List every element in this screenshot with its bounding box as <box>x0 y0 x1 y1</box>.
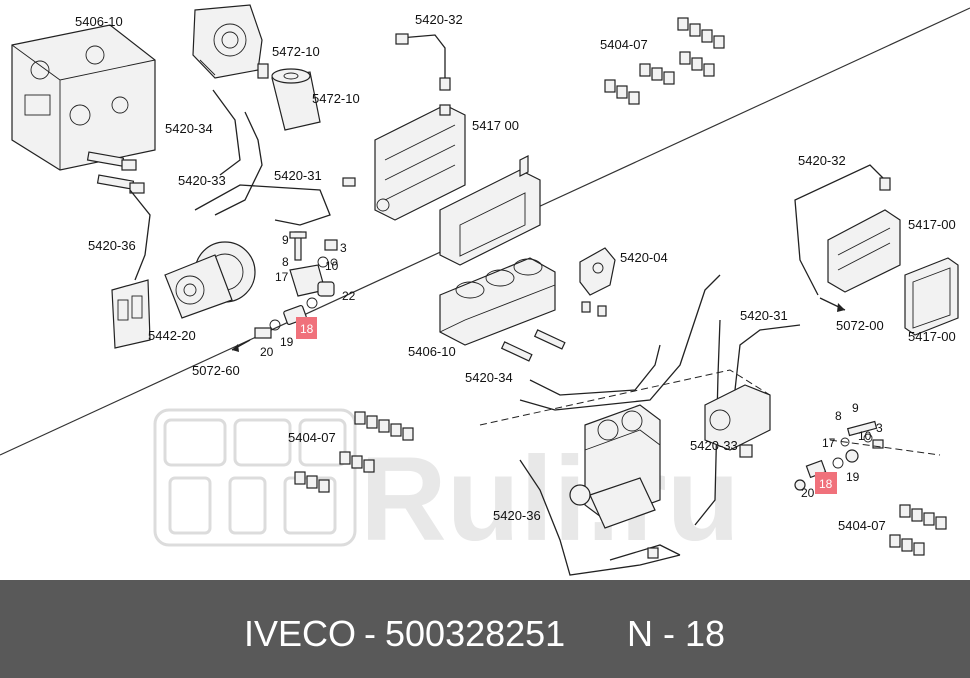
callout-10-left: 10 <box>325 259 339 273</box>
callout-5404-07-right: 5404-07 <box>838 518 886 533</box>
dashed-leader-center <box>479 369 771 426</box>
callout-5420-31-left: 5420-31 <box>274 168 322 183</box>
pipe-5420-31-left <box>194 184 331 226</box>
callout-5420-04: 5420-04 <box>620 250 668 265</box>
callout-5417-00-top: 5417 00 <box>472 118 519 133</box>
clip-set-center <box>294 411 414 493</box>
bottom-fitting <box>647 547 659 559</box>
pipe-5420-04-run <box>519 274 721 411</box>
callout-5420-33-left: 5420-33 <box>178 173 226 188</box>
callout-22-left: 22 <box>342 289 356 303</box>
pipe-fitting-top <box>395 33 409 45</box>
callout-5072-00: 5072-00 <box>836 318 884 333</box>
air-compressor-center <box>569 404 661 529</box>
bolts-center <box>500 329 566 362</box>
brand-name: IVECO <box>244 613 356 654</box>
callout-17-left: 17 <box>275 270 289 284</box>
callout-19-left: 19 <box>280 335 294 349</box>
pipe-5420-31-right <box>734 324 801 391</box>
part-info-footer: IVECO - 500328251 N - 18 <box>0 580 970 678</box>
callout-5420-31-right: 5420-31 <box>740 308 788 323</box>
brand-separator: - <box>364 613 376 654</box>
callout-5417-00-right-a: 5417-00 <box>908 217 956 232</box>
watermark-text: Ruli.ru <box>360 432 740 566</box>
footer-caption: IVECO - 500328251 N - 18 <box>244 613 725 654</box>
callout-5417-00-right-b: 5417-00 <box>908 329 956 344</box>
callout-18-left: 18 <box>300 322 314 336</box>
callout-5404-07-top: 5404-07 <box>600 37 648 52</box>
clip-set-top <box>604 17 725 105</box>
pipe-5420-33-left <box>214 111 263 216</box>
callout-5442-20: 5442-20 <box>148 328 196 343</box>
callout-10-right: 10 <box>858 429 872 443</box>
pipe-5420-32-right <box>794 164 886 296</box>
callout-9-right: 9 <box>852 401 859 415</box>
highlight-callout-right <box>815 472 837 494</box>
pipe-fitting-right <box>879 177 891 191</box>
callout-3-left: 3 <box>340 241 347 255</box>
callout-5420-34-center: 5420-34 <box>465 370 513 385</box>
cylinder-head-center <box>439 257 556 346</box>
small-fitting-top <box>342 177 356 187</box>
callout-5406-10-left: 5406-10 <box>75 14 123 29</box>
bracket-5442 <box>111 279 151 349</box>
arrow-head-5072-00 <box>837 303 845 312</box>
ecu-module-right <box>904 257 959 336</box>
fitting-stack-left <box>254 231 338 339</box>
diagram-position: N - 18 <box>627 613 725 654</box>
callout-18-right: 18 <box>819 477 833 491</box>
callout-5404-07-center: 5404-07 <box>288 430 336 445</box>
bolts-left <box>86 151 145 194</box>
pipe-bottom-fitting <box>609 544 681 561</box>
clip-set-right <box>889 504 947 556</box>
callout-8-left: 8 <box>282 255 289 269</box>
pipe-fitting-top-2 <box>439 77 451 91</box>
callout-3-right: 3 <box>876 421 883 435</box>
callout-20-left: 20 <box>260 345 274 359</box>
callout-5420-34-left: 5420-34 <box>165 121 213 136</box>
callout-8-right: 8 <box>835 409 842 423</box>
callout-20-right: 20 <box>801 486 815 500</box>
callout-5420-33-center: 5420-33 <box>690 438 738 453</box>
arrow-head-5072-60 <box>232 344 239 352</box>
pipe-5420-34-left <box>212 89 241 176</box>
oil-filter-cartridge <box>271 68 321 131</box>
part-number: 500328251 <box>385 613 565 654</box>
callout-9-left: 9 <box>282 233 289 247</box>
callout-17-right: 17 <box>822 436 836 450</box>
air-compressor-pump-left <box>164 241 256 319</box>
callout-5420-32-right: 5420-32 <box>798 153 846 168</box>
callout-5420-36-center: 5420-36 <box>493 508 541 523</box>
callout-5472-10-a: 5472-10 <box>272 44 320 59</box>
filter-nipple <box>257 63 269 79</box>
engine-block-left <box>11 24 156 171</box>
pipe-5420-36-left <box>129 189 151 281</box>
pipe-5420-32-top <box>399 34 446 78</box>
unloader-5420-33 <box>704 384 771 458</box>
highlight-callout-left <box>296 317 317 339</box>
callout-5406-10-center: 5406-10 <box>408 344 456 359</box>
oil-filter-housing <box>192 4 263 79</box>
callout-5420-36-left: 5420-36 <box>88 238 136 253</box>
callout-5420-32-top: 5420-32 <box>415 12 463 27</box>
ecu-bracket-5417 <box>374 104 466 221</box>
bracket-5420-04 <box>579 247 616 317</box>
callout-5072-60: 5072-60 <box>192 363 240 378</box>
ecu-bracket-right <box>827 209 901 293</box>
dashed-leader-right <box>829 439 941 456</box>
fitting-stack-right <box>794 420 884 491</box>
pipe-5420-36-center <box>519 459 681 576</box>
callout-19-right: 19 <box>846 470 860 484</box>
pipe-5420-34-center <box>529 344 661 396</box>
ecu-module-5417 <box>439 155 541 266</box>
callout-5472-10-b: 5472-10 <box>312 91 360 106</box>
exploded-parts-diagram: Ruli.ru <box>0 4 970 576</box>
